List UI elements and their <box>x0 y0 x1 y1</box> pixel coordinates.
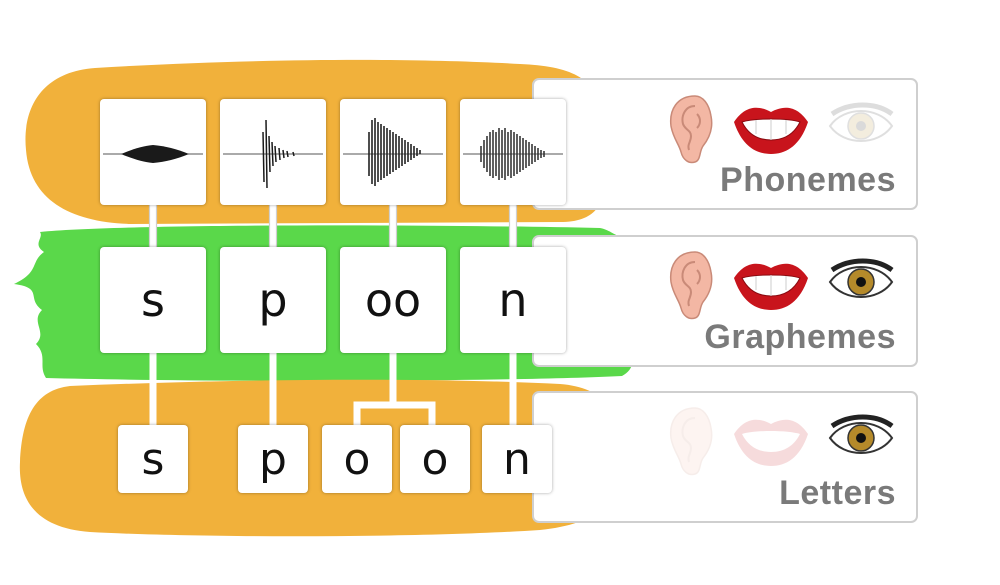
legend-phonemes: Phonemes <box>532 78 918 210</box>
ear-icon <box>669 95 713 164</box>
letter-tile: s <box>118 425 188 493</box>
mouth-icon <box>734 107 808 154</box>
legend-letters: Letters <box>532 391 918 523</box>
eye-icon <box>828 258 894 298</box>
ear-icon <box>669 407 713 476</box>
waveform-icon <box>463 128 563 180</box>
ear-icon <box>669 251 713 320</box>
mouth-icon <box>734 263 808 310</box>
legend-label-phonemes: Phonemes <box>720 161 896 199</box>
waveform-icon <box>223 119 323 189</box>
letter-tile: p <box>238 425 308 493</box>
phoneme-tile-4 <box>460 99 566 205</box>
connector-oo-split <box>353 401 436 430</box>
legend-label-graphemes: Graphemes <box>704 318 896 356</box>
connector-outlines <box>148 205 518 247</box>
letter-tile: n <box>482 425 552 493</box>
eye-icon <box>828 414 894 454</box>
mouth-icon <box>734 419 808 466</box>
legend-graphemes: Graphemes <box>532 235 918 367</box>
waveform-icon <box>103 145 203 163</box>
grapheme-tile: oo <box>340 247 446 353</box>
legend-label-letters: Letters <box>779 474 896 512</box>
phoneme-tile-2 <box>220 99 326 205</box>
grapheme-tile: p <box>220 247 326 353</box>
letter-tile: o <box>400 425 470 493</box>
grapheme-tile: s <box>100 247 206 353</box>
letter-tile: o <box>322 425 392 493</box>
grapheme-tile: n <box>460 247 566 353</box>
phoneme-tile-3 <box>340 99 446 205</box>
waveform-icon <box>343 118 443 186</box>
phoneme-tile-1 <box>100 99 206 205</box>
bottom-bun <box>19 379 621 537</box>
eye-icon <box>828 102 894 142</box>
